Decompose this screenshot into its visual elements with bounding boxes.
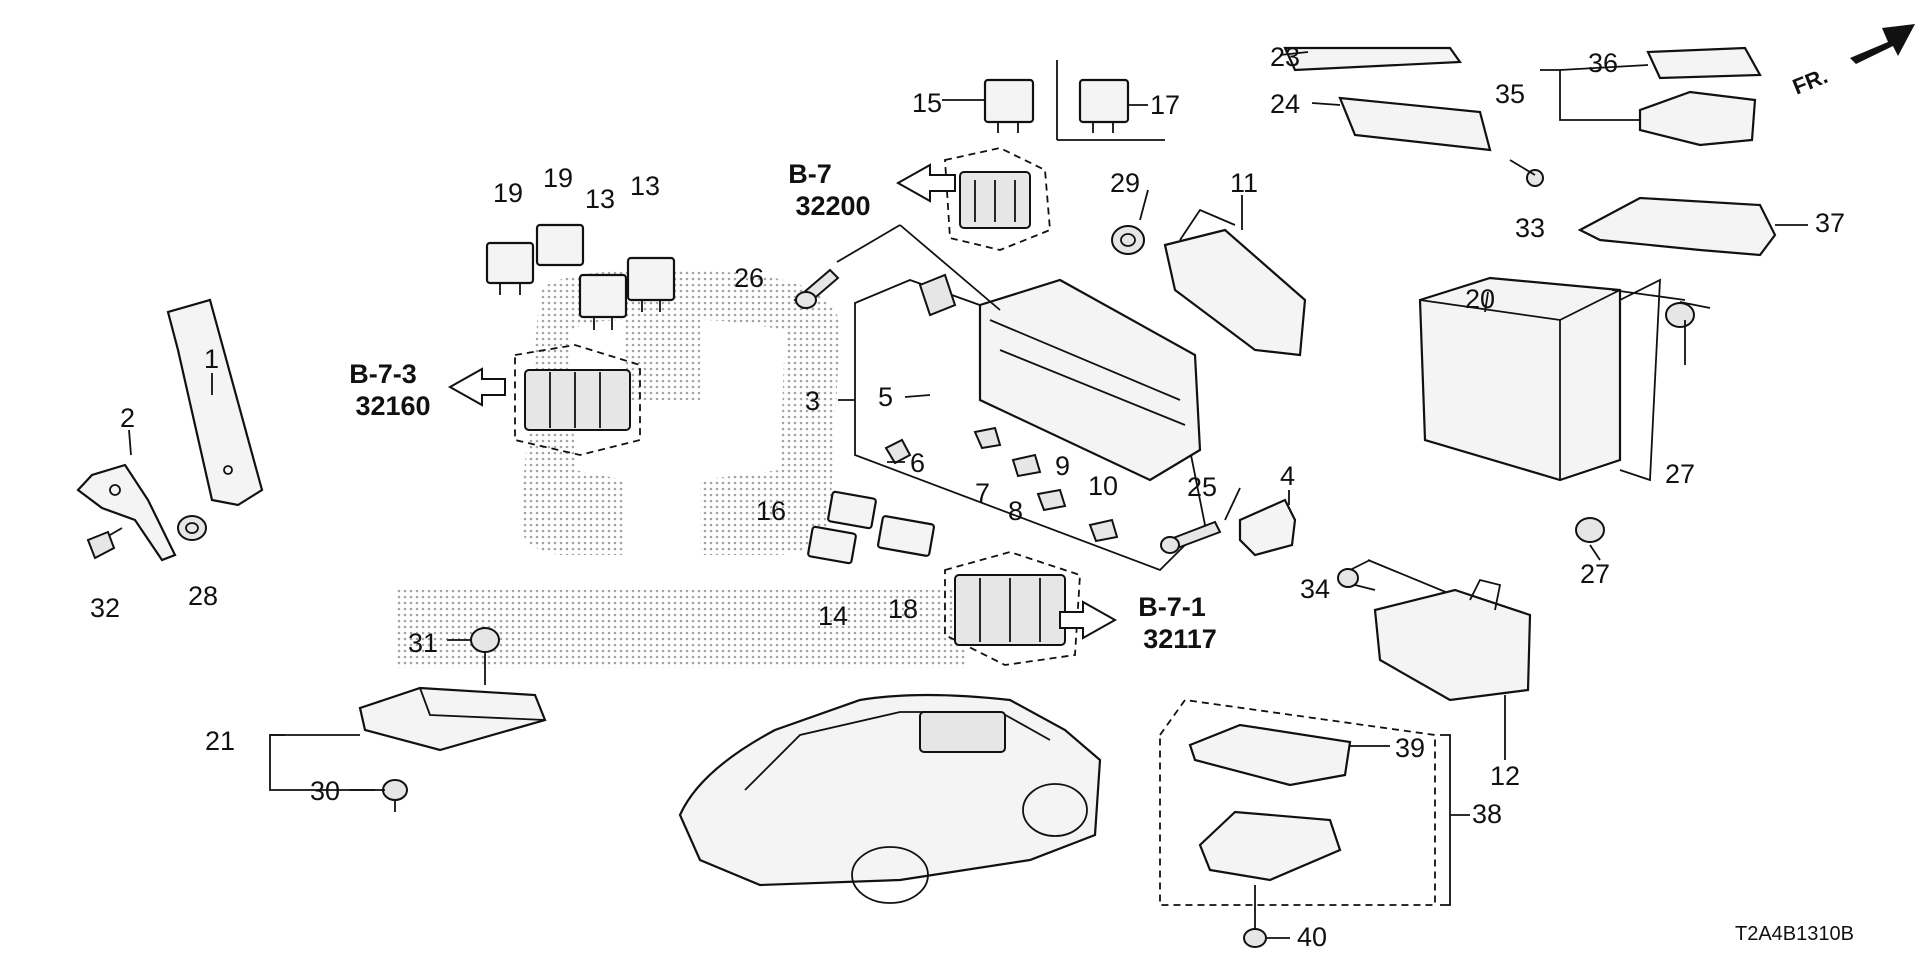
- callout-25: 25: [1187, 472, 1217, 502]
- callout-20: 20: [1465, 284, 1495, 314]
- part-2-bracket: [76, 463, 177, 562]
- vehicle-outline: [678, 693, 1102, 904]
- reference-b73: B-7-3 32160: [349, 359, 430, 421]
- callout-27a: 27: [1665, 459, 1695, 489]
- callout-24: 24: [1270, 89, 1300, 119]
- callout-33: 33: [1515, 213, 1545, 243]
- part-26-bolt: [793, 268, 840, 310]
- relay-15: [983, 78, 1035, 133]
- honda-watermark-logo: [395, 270, 965, 668]
- arrow-outline-icon: [1059, 600, 1118, 640]
- callout-6: 6: [910, 448, 925, 478]
- part-21-module: [358, 686, 547, 752]
- part-28-nut: [177, 515, 207, 541]
- arrow-front-icon: [1850, 24, 1915, 64]
- relay-box-b73-group: [514, 344, 641, 456]
- part-31-bolt: [470, 627, 500, 685]
- part-23-lens: [1283, 46, 1463, 72]
- ref-b7-code: 32200: [795, 191, 870, 221]
- callout-37: 37: [1815, 208, 1845, 238]
- ref-b73-code: 32160: [355, 391, 430, 421]
- callout-16: 16: [756, 496, 786, 526]
- callout-21: 21: [205, 726, 235, 756]
- part-11-module: [1163, 208, 1307, 357]
- part-37-cover: [1577, 196, 1777, 257]
- callout-34: 34: [1300, 574, 1330, 604]
- part-38-assembly: [1159, 699, 1470, 906]
- callout-36: 36: [1588, 48, 1618, 78]
- callout-13b: 13: [630, 171, 660, 201]
- ref-b7-label: B-7: [788, 159, 832, 189]
- callout-30: 30: [310, 776, 340, 806]
- callout-8: 8: [1008, 496, 1023, 526]
- part-29-grommet: [1111, 225, 1145, 255]
- ref-b71-code: 32117: [1143, 624, 1217, 654]
- callout-10: 10: [1088, 471, 1118, 501]
- callout-29: 29: [1110, 168, 1140, 198]
- callout-32: 32: [90, 593, 120, 623]
- callout-17: 17: [1150, 90, 1180, 120]
- callout-5: 5: [878, 382, 893, 412]
- leader-lines: [128, 51, 1808, 939]
- callout-14: 14: [818, 601, 848, 631]
- ref-b71-label: B-7-1: [1138, 592, 1206, 622]
- callout-23: 23: [1270, 42, 1300, 72]
- callout-19b: 19: [543, 163, 573, 193]
- relay-box-b71-group: [944, 551, 1081, 666]
- relay-box-b7-group: [944, 147, 1051, 251]
- relay-group-upper-left: [485, 223, 676, 330]
- part-25-bolt: [1160, 520, 1222, 554]
- callout-39: 39: [1395, 733, 1425, 763]
- callout-4: 4: [1280, 461, 1295, 491]
- callout-19a: 19: [493, 178, 523, 208]
- part-4-bracket: [1238, 498, 1297, 557]
- callout-40: 40: [1297, 922, 1327, 952]
- callout-35: 35: [1495, 79, 1525, 109]
- arrow-outline-icon: [895, 163, 956, 203]
- part-36-pad: [1646, 46, 1762, 80]
- callout-18: 18: [888, 594, 918, 624]
- callout-labels: 1 2 3 4 5 6 7 8 9 10 11 12 13 13 14 15 1…: [90, 42, 1845, 952]
- callout-9: 9: [1055, 451, 1070, 481]
- part-1-cover: [166, 298, 264, 507]
- callout-7: 7: [975, 478, 990, 508]
- part-24-housing: [1338, 96, 1492, 152]
- diagram-code: T2A4B1310B: [1735, 923, 1854, 945]
- part-32-bolt: [86, 527, 123, 560]
- callout-26: 26: [734, 263, 764, 293]
- fr-label: FR.: [1789, 63, 1831, 99]
- ref-b73-label: B-7-3: [349, 359, 417, 389]
- part-33-screw: [1526, 169, 1544, 187]
- arrow-outline-icon: [447, 367, 506, 407]
- part-30-clip: [382, 779, 408, 812]
- relay-17: [1056, 60, 1165, 141]
- callout-31: 31: [408, 628, 438, 658]
- part-27-nuts: [1575, 302, 1695, 543]
- part-40-screw: [1243, 885, 1267, 948]
- reference-b7: B-7 32200: [788, 159, 870, 221]
- callout-13a: 13: [585, 184, 615, 214]
- callout-15: 15: [912, 88, 942, 118]
- part-12-module: [1373, 578, 1532, 702]
- part-20-control-unit: [1418, 276, 1661, 482]
- callout-38: 38: [1472, 799, 1502, 829]
- part-35-unit: [1638, 90, 1757, 147]
- callout-3: 3: [805, 386, 820, 416]
- front-direction-indicator: FR.: [1789, 24, 1915, 100]
- callout-12: 12: [1490, 761, 1520, 791]
- reference-b71: B-7-1 32117: [1138, 592, 1217, 654]
- bracket-line-21-30: [269, 734, 375, 791]
- small-parts-5-10: [884, 273, 1119, 543]
- callout-28: 28: [188, 581, 218, 611]
- modules-14-16-18: [807, 490, 936, 565]
- callout-1: 1: [204, 344, 219, 374]
- callout-2: 2: [120, 403, 135, 433]
- callout-27b: 27: [1580, 559, 1610, 589]
- callout-11: 11: [1230, 168, 1258, 198]
